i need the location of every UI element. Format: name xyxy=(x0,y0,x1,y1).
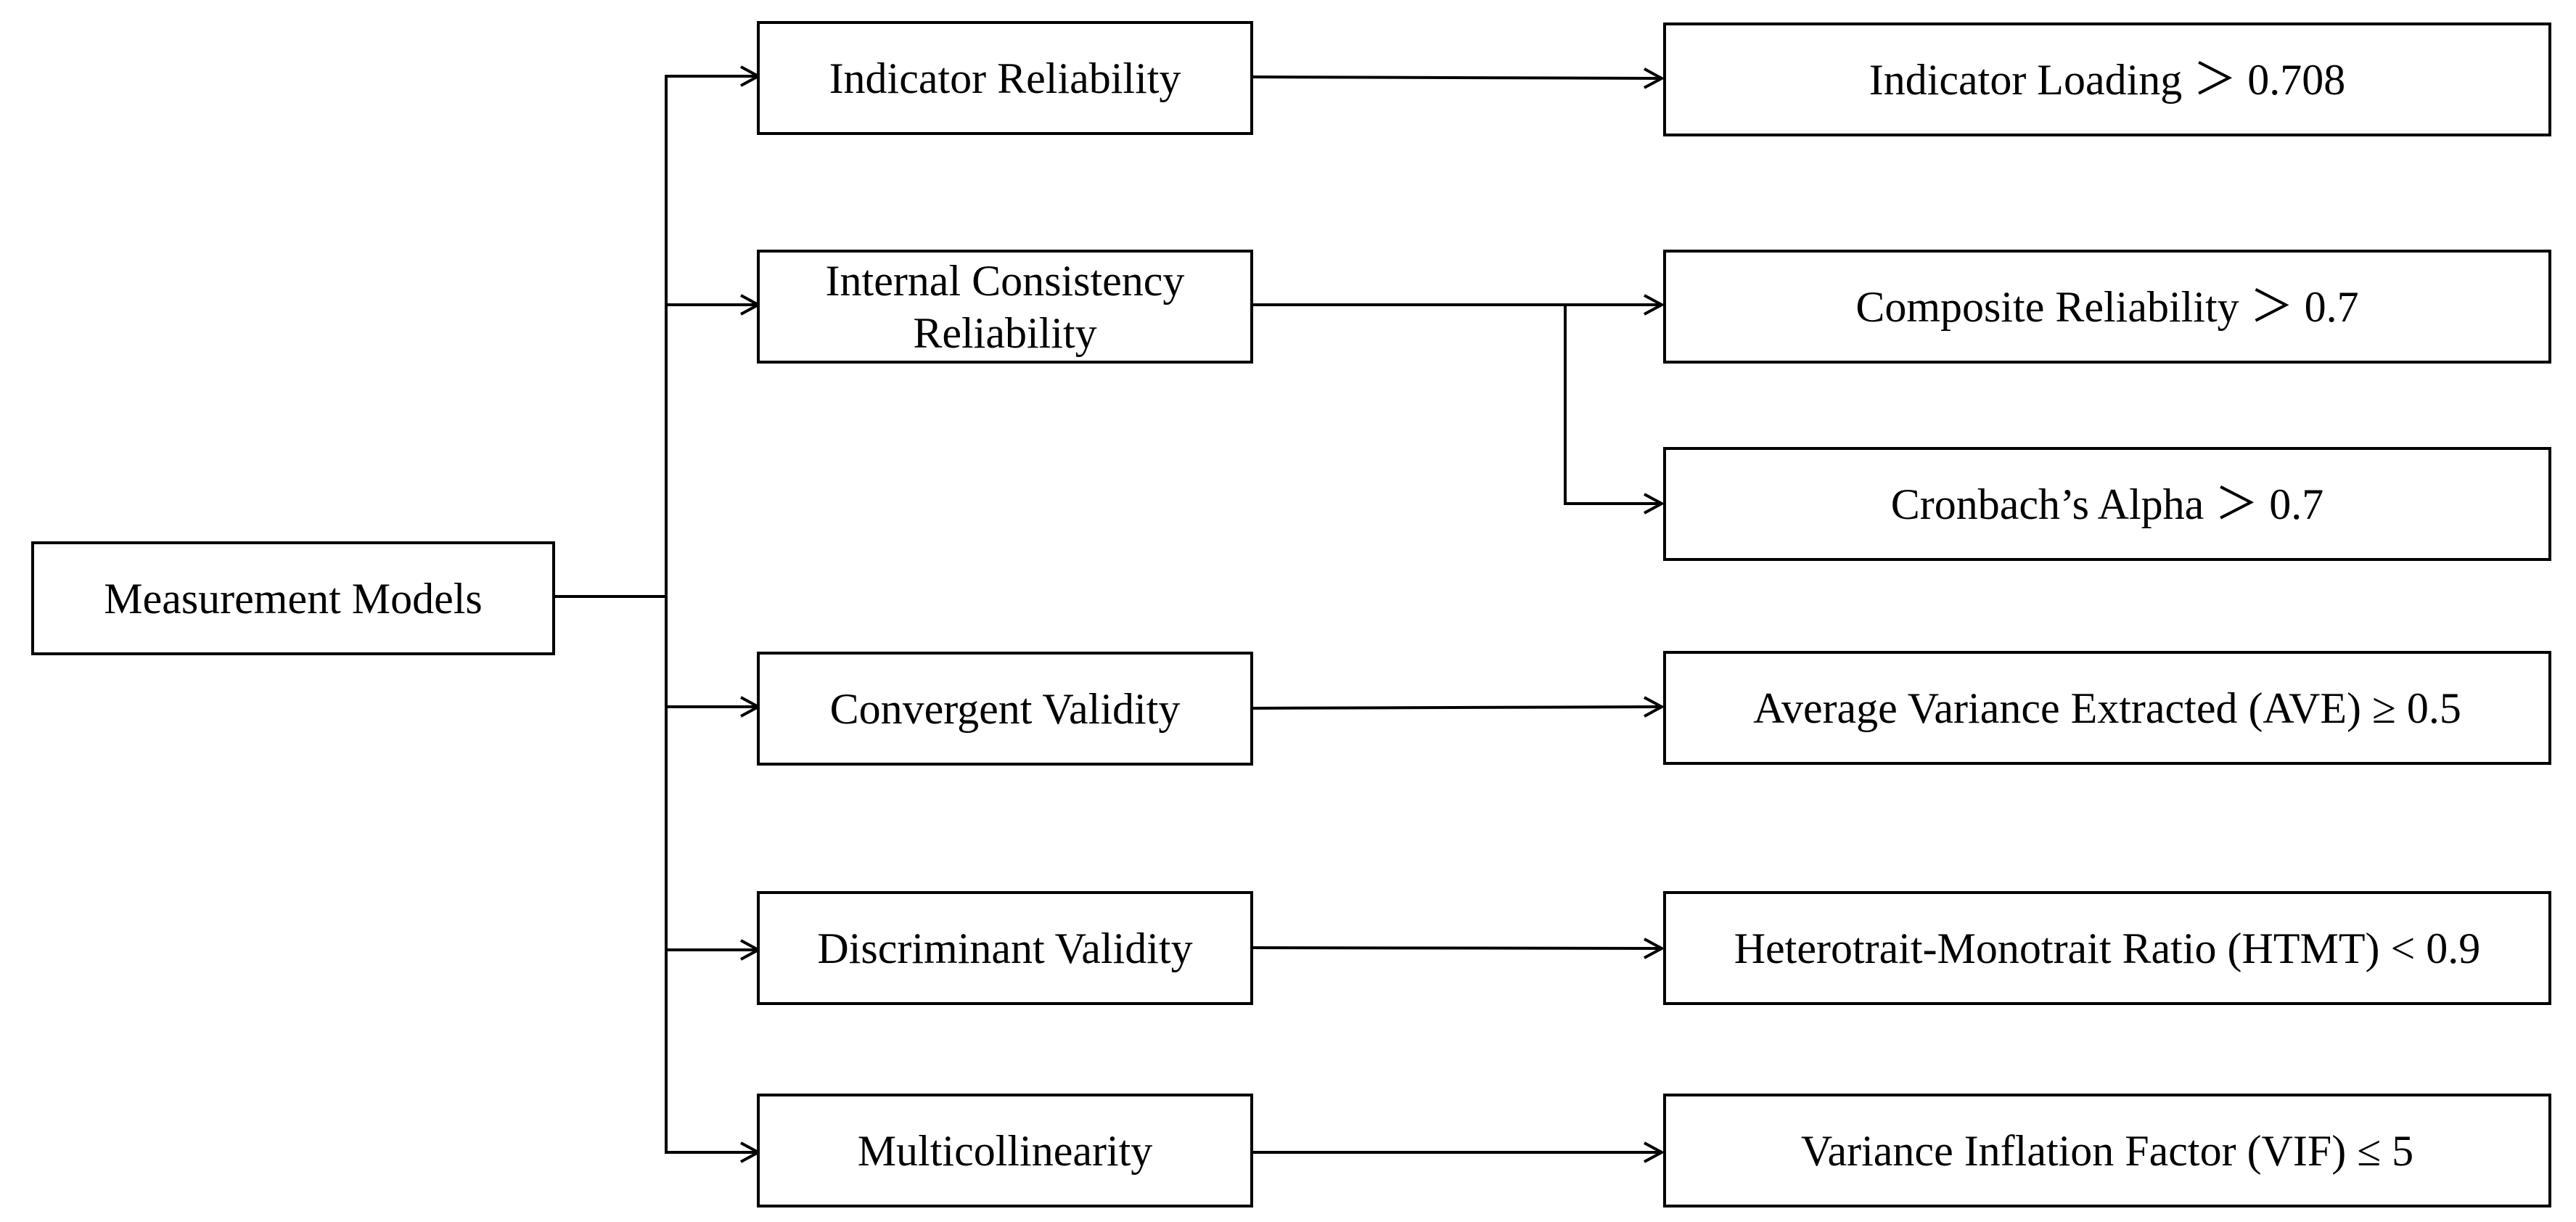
criterion-node-cronbachs-alpha: Cronbach’s Alpha ＞ 0.7 xyxy=(1663,447,2551,561)
category-node-multicollinearity: Multicollinearity xyxy=(757,1094,1253,1207)
category-node-discriminant-validity: Discriminant Validity xyxy=(757,891,1253,1005)
category-label: Convergent Validity xyxy=(829,684,1181,733)
criterion-label: Average Variance Extracted (AVE) ≥ 0.5 xyxy=(1753,684,2461,732)
criterion-label: Cronbach’s Alpha ＞ 0.7 xyxy=(1890,480,2324,528)
criterion-label: Variance Inflation Factor (VIF) ≤ 5 xyxy=(1800,1126,2414,1175)
category-label: Indicator Reliability xyxy=(829,54,1181,102)
criterion-node-ave: Average Variance Extracted (AVE) ≥ 0.5 xyxy=(1663,651,2551,765)
root-node-measurement-models: Measurement Models xyxy=(31,541,555,655)
criterion-node-composite-reliability: Composite Reliability ＞ 0.7 xyxy=(1663,250,2551,364)
criterion-label: Indicator Loading ＞ 0.708 xyxy=(1869,55,2346,104)
criterion-node-vif: Variance Inflation Factor (VIF) ≤ 5 xyxy=(1663,1094,2551,1207)
criterion-node-htmt: Heterotrait-Monotrait Ratio (HTMT) < 0.9 xyxy=(1663,891,2551,1005)
category-label: Internal Consistency Reliability xyxy=(825,256,1185,357)
category-label: Discriminant Validity xyxy=(817,924,1193,972)
criterion-node-indicator-loading: Indicator Loading ＞ 0.708 xyxy=(1663,22,2551,136)
criterion-label: Heterotrait-Monotrait Ratio (HTMT) < 0.9 xyxy=(1734,924,2481,972)
root-node-label: Measurement Models xyxy=(104,574,483,623)
criterion-label: Composite Reliability ＞ 0.7 xyxy=(1855,282,2359,331)
arrow-indicator-loading xyxy=(1251,77,1662,78)
category-label: Multicollinearity xyxy=(857,1126,1153,1175)
category-node-internal-consistency: Internal Consistency Reliability xyxy=(757,250,1253,364)
category-node-convergent-validity: Convergent Validity xyxy=(757,652,1253,766)
arrow-ave xyxy=(1251,707,1662,708)
category-node-indicator-reliability: Indicator Reliability xyxy=(757,21,1253,135)
